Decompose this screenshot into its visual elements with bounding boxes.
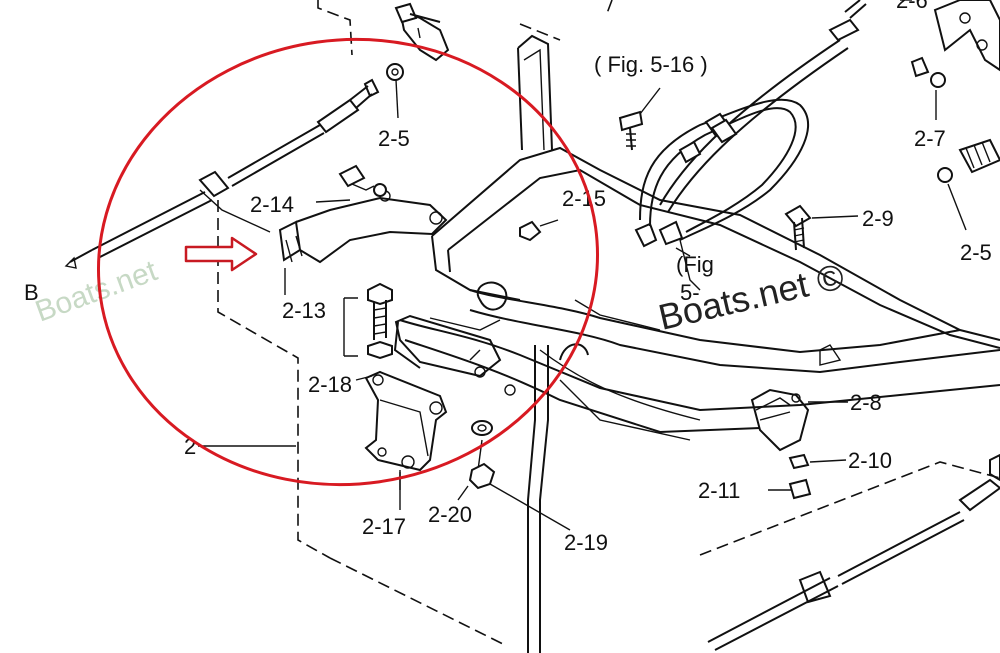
- label-2-8: 2-8: [850, 390, 882, 415]
- label-fig-partial: (Fig: [676, 252, 714, 277]
- right-upper-bracket: [910, 0, 1000, 183]
- dashed-frame: [217, 0, 1000, 646]
- bracket-2-14: [278, 164, 448, 264]
- label-2-11: 2-11: [698, 478, 740, 503]
- label-2-20: 2-20: [428, 502, 472, 527]
- bolt-fig-5-16: [618, 87, 661, 151]
- label-2-9: 2-9: [862, 206, 894, 231]
- leader-lines: [198, 0, 967, 531]
- label-2-17: 2-17: [362, 514, 406, 539]
- right-arrow-outline-icon: [184, 236, 258, 272]
- label-b: B: [24, 280, 39, 305]
- wire-harness: [634, 0, 867, 291]
- faint-watermark: Boats.net: [31, 254, 162, 329]
- label-2-14: 2-14: [250, 192, 294, 217]
- bracket-2-8: [750, 388, 812, 500]
- label-2-10: 2-10: [848, 448, 892, 473]
- shift-cable-b: [64, 78, 380, 269]
- label-2-15: 2-15: [562, 186, 606, 211]
- label-fig-5-16: ( Fig. 5-16 ): [594, 52, 708, 77]
- label-2-5-top: 2-5: [378, 126, 410, 151]
- label-2-7: 2-7: [914, 126, 946, 151]
- label-2-5-right: 2-5: [960, 240, 992, 265]
- engine-bracket-frame: [393, 34, 1000, 653]
- label-2-19: 2-19: [564, 530, 608, 555]
- nut-2-15: [519, 220, 542, 242]
- label-2-18: 2-18: [308, 372, 352, 397]
- throttle-cable: [707, 453, 1000, 651]
- red-ellipse-highlight: [97, 37, 599, 487]
- bolt-2-13: [343, 282, 393, 357]
- top-bracket: [386, 2, 450, 81]
- part-labels: ( Fig. 5-16 ) (Fig 5- 2-5 2-5 2-6 2-7 2-…: [24, 0, 992, 555]
- mounting-plate: [394, 314, 516, 396]
- bolt-2-9: [784, 204, 812, 251]
- washer-2-18: [367, 340, 393, 360]
- label-2-13: 2-13: [282, 298, 326, 323]
- label-fig-partial-2: 5-: [680, 280, 700, 305]
- label-2-6: 2-6: [896, 0, 928, 13]
- bracket-2-17: [364, 370, 448, 490]
